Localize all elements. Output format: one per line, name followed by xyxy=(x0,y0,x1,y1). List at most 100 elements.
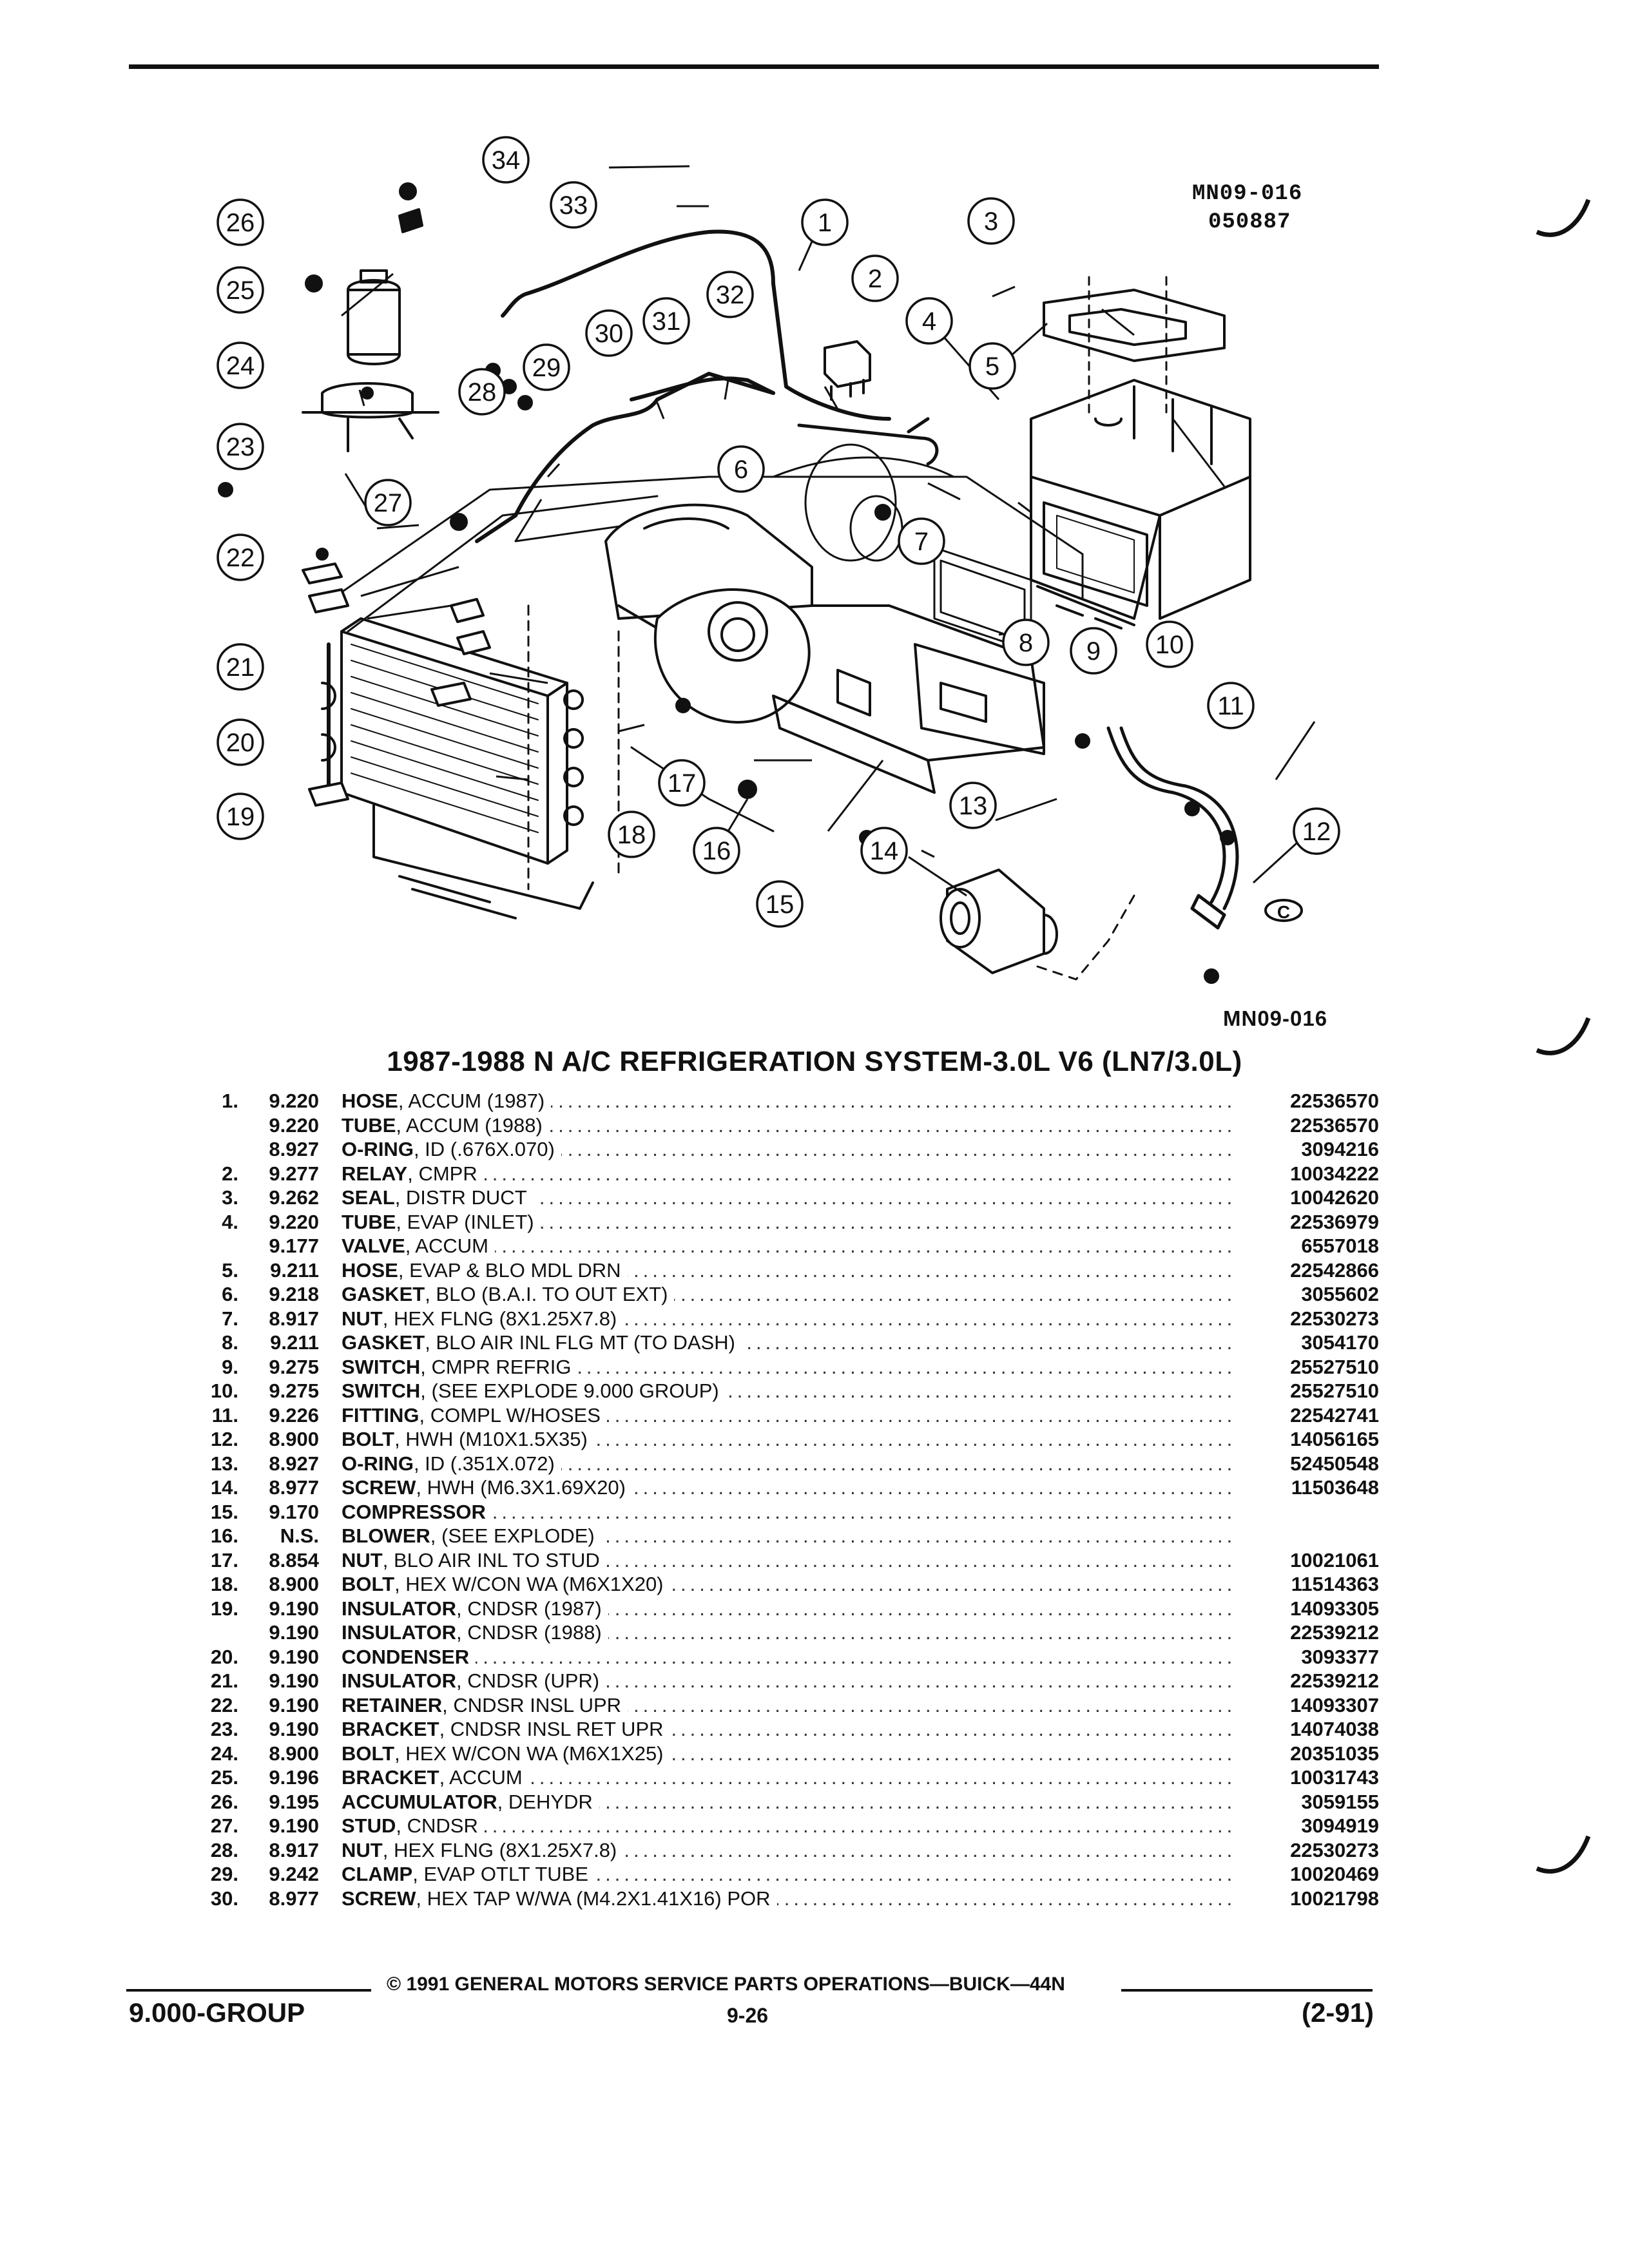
callout-circles xyxy=(217,136,1340,928)
callout-12-label: 12 xyxy=(1302,818,1331,846)
figure-code-top: MN09-016 xyxy=(1192,182,1303,206)
group-number: 8.900 xyxy=(269,1573,319,1595)
part-detail: , EVAP & BLO MDL DRN xyxy=(398,1258,621,1282)
part-name: BOLT xyxy=(342,1573,395,1595)
evaporator-case-drawing xyxy=(1030,379,1251,629)
group-number: 9.190 xyxy=(269,1718,319,1740)
callout-12 xyxy=(1293,807,1340,855)
part-number: 10021798 xyxy=(1231,1886,1379,1910)
callout-6 xyxy=(717,445,765,493)
parts-list-row: 22.9.190................................… xyxy=(180,1693,1379,1717)
parts-list-row: 25.9.196................................… xyxy=(180,1765,1379,1790)
item-number: 2. xyxy=(222,1162,238,1185)
callout-3 xyxy=(967,197,1015,245)
callout-6-label: 6 xyxy=(734,456,748,484)
part-description: SWITCH, CMPR REFRIG xyxy=(342,1354,578,1379)
parts-list-row: 21.9.190................................… xyxy=(180,1669,1379,1693)
callout-25 xyxy=(217,266,264,314)
callout-21 xyxy=(217,643,264,691)
callout-31 xyxy=(642,297,690,345)
callout-26 xyxy=(217,198,264,246)
group-number: 9.275 xyxy=(269,1379,319,1402)
callout-3-label: 3 xyxy=(984,207,998,236)
part-detail: , COMPL W/HOSES xyxy=(419,1403,601,1427)
item-number: 27. xyxy=(210,1814,238,1837)
parts-list-row: 7.8.917.................................… xyxy=(180,1306,1379,1331)
callout-33-label: 33 xyxy=(559,191,588,220)
parts-list: 1.9.220.................................… xyxy=(180,1089,1379,1910)
copyright-notice: © 1991 GENERAL MOTORS SERVICE PARTS OPER… xyxy=(387,1974,1065,1995)
part-name: BLOWER xyxy=(342,1524,430,1547)
figure-code-bottom: MN09-016 xyxy=(1223,1006,1328,1030)
part-number: 22542866 xyxy=(1231,1258,1379,1282)
part-description: NUT, HEX FLNG (8X1.25X7.8) xyxy=(342,1306,624,1331)
item-number: 18. xyxy=(210,1573,238,1595)
part-name: SWITCH xyxy=(342,1355,421,1378)
parts-list-row: 23.9.190................................… xyxy=(180,1717,1379,1742)
parts-list-row: 29.9.242................................… xyxy=(180,1862,1379,1887)
part-number: 11514363 xyxy=(1231,1572,1379,1597)
part-number: 22536570 xyxy=(1231,1113,1379,1137)
part-number: 14093307 xyxy=(1231,1693,1379,1717)
section-title: 1987-1988 N A/C REFRIGERATION SYSTEM-3.0… xyxy=(387,1046,1242,1077)
part-description: GASKET, BLO (B.A.I. TO OUT EXT) xyxy=(342,1282,675,1307)
part-name: CLAMP xyxy=(342,1863,413,1885)
callout-34-label: 34 xyxy=(492,146,521,175)
part-detail: , EVAP OTLT TUBE xyxy=(412,1863,588,1885)
callout-8 xyxy=(1002,619,1050,666)
figure-date: 050887 xyxy=(1208,210,1291,235)
part-number: 14056165 xyxy=(1231,1427,1379,1452)
part-detail: , ACCUM xyxy=(439,1766,523,1789)
part-name: ACCUMULATOR xyxy=(342,1790,497,1813)
exploded-diagram: 1 2 3 4 5 6 7 8 9 10 11 12 13 14 15 16 1… xyxy=(217,136,1340,984)
callout-31-label: 31 xyxy=(652,307,681,336)
callout-15 xyxy=(756,880,804,928)
callout-11 xyxy=(1207,682,1255,729)
callout-23 xyxy=(217,423,264,470)
callout-20 xyxy=(217,718,264,766)
group-number: 9.262 xyxy=(269,1186,319,1209)
parts-list-row: 8.927...................................… xyxy=(180,1137,1379,1162)
group-number: 8.917 xyxy=(269,1307,319,1330)
group-number: 8.927 xyxy=(269,1452,319,1475)
leader-dots: ........................................… xyxy=(342,1645,1231,1668)
part-number: 10031743 xyxy=(1231,1765,1379,1790)
part-number: 20351035 xyxy=(1231,1741,1379,1765)
leader-dots: ........................................… xyxy=(342,1814,1231,1837)
part-detail: , CNDSR INSL UPR xyxy=(442,1693,622,1716)
part-detail: , DISTR DUCT xyxy=(394,1186,527,1209)
part-name: CONDENSER xyxy=(342,1645,470,1668)
compressor-drawing xyxy=(940,869,1135,981)
part-description: BLOWER, (SEE EXPLODE) xyxy=(342,1524,601,1548)
accum-hose-drawing xyxy=(501,229,891,421)
group-number: 8.854 xyxy=(269,1548,319,1571)
callout-19-label: 19 xyxy=(226,803,255,831)
group-number: 8.917 xyxy=(269,1838,319,1861)
parts-list-row: 10.9.275................................… xyxy=(180,1379,1379,1403)
group-number: 9.196 xyxy=(269,1766,319,1789)
part-detail: , HEX W/CON WA (M6X1X25) xyxy=(394,1742,664,1765)
part-description: ACCUMULATOR, DEHYDR xyxy=(342,1789,599,1814)
part-name: INSULATOR xyxy=(342,1597,456,1620)
evap-tube-drawing xyxy=(797,417,939,466)
part-description: TUBE, EVAP (INLET) xyxy=(342,1209,541,1234)
part-description: TUBE, ACCUM (1988) xyxy=(342,1113,549,1137)
parts-list-row: 16.N.S..................................… xyxy=(180,1524,1379,1548)
condenser-tube-drawing xyxy=(475,372,775,543)
callout-14-label: 14 xyxy=(870,837,899,865)
item-number: 15. xyxy=(210,1500,238,1523)
callout-4-label: 4 xyxy=(922,307,936,336)
item-number: 16. xyxy=(210,1524,238,1547)
callout-16 xyxy=(693,827,740,874)
group-number: 9.211 xyxy=(270,1331,319,1354)
group-number: 9.190 xyxy=(269,1645,319,1668)
group-number: 8.900 xyxy=(269,1428,319,1450)
item-number: 5. xyxy=(222,1258,238,1282)
part-name: GASKET xyxy=(342,1331,425,1354)
callout-9-label: 9 xyxy=(1086,637,1101,666)
part-number: 3054170 xyxy=(1231,1331,1379,1355)
group-number: 8.977 xyxy=(269,1887,319,1910)
part-number: 6557018 xyxy=(1231,1234,1379,1258)
callout-2-label: 2 xyxy=(868,265,882,293)
part-description: INSULATOR, CNDSR (1988) xyxy=(342,1620,608,1645)
